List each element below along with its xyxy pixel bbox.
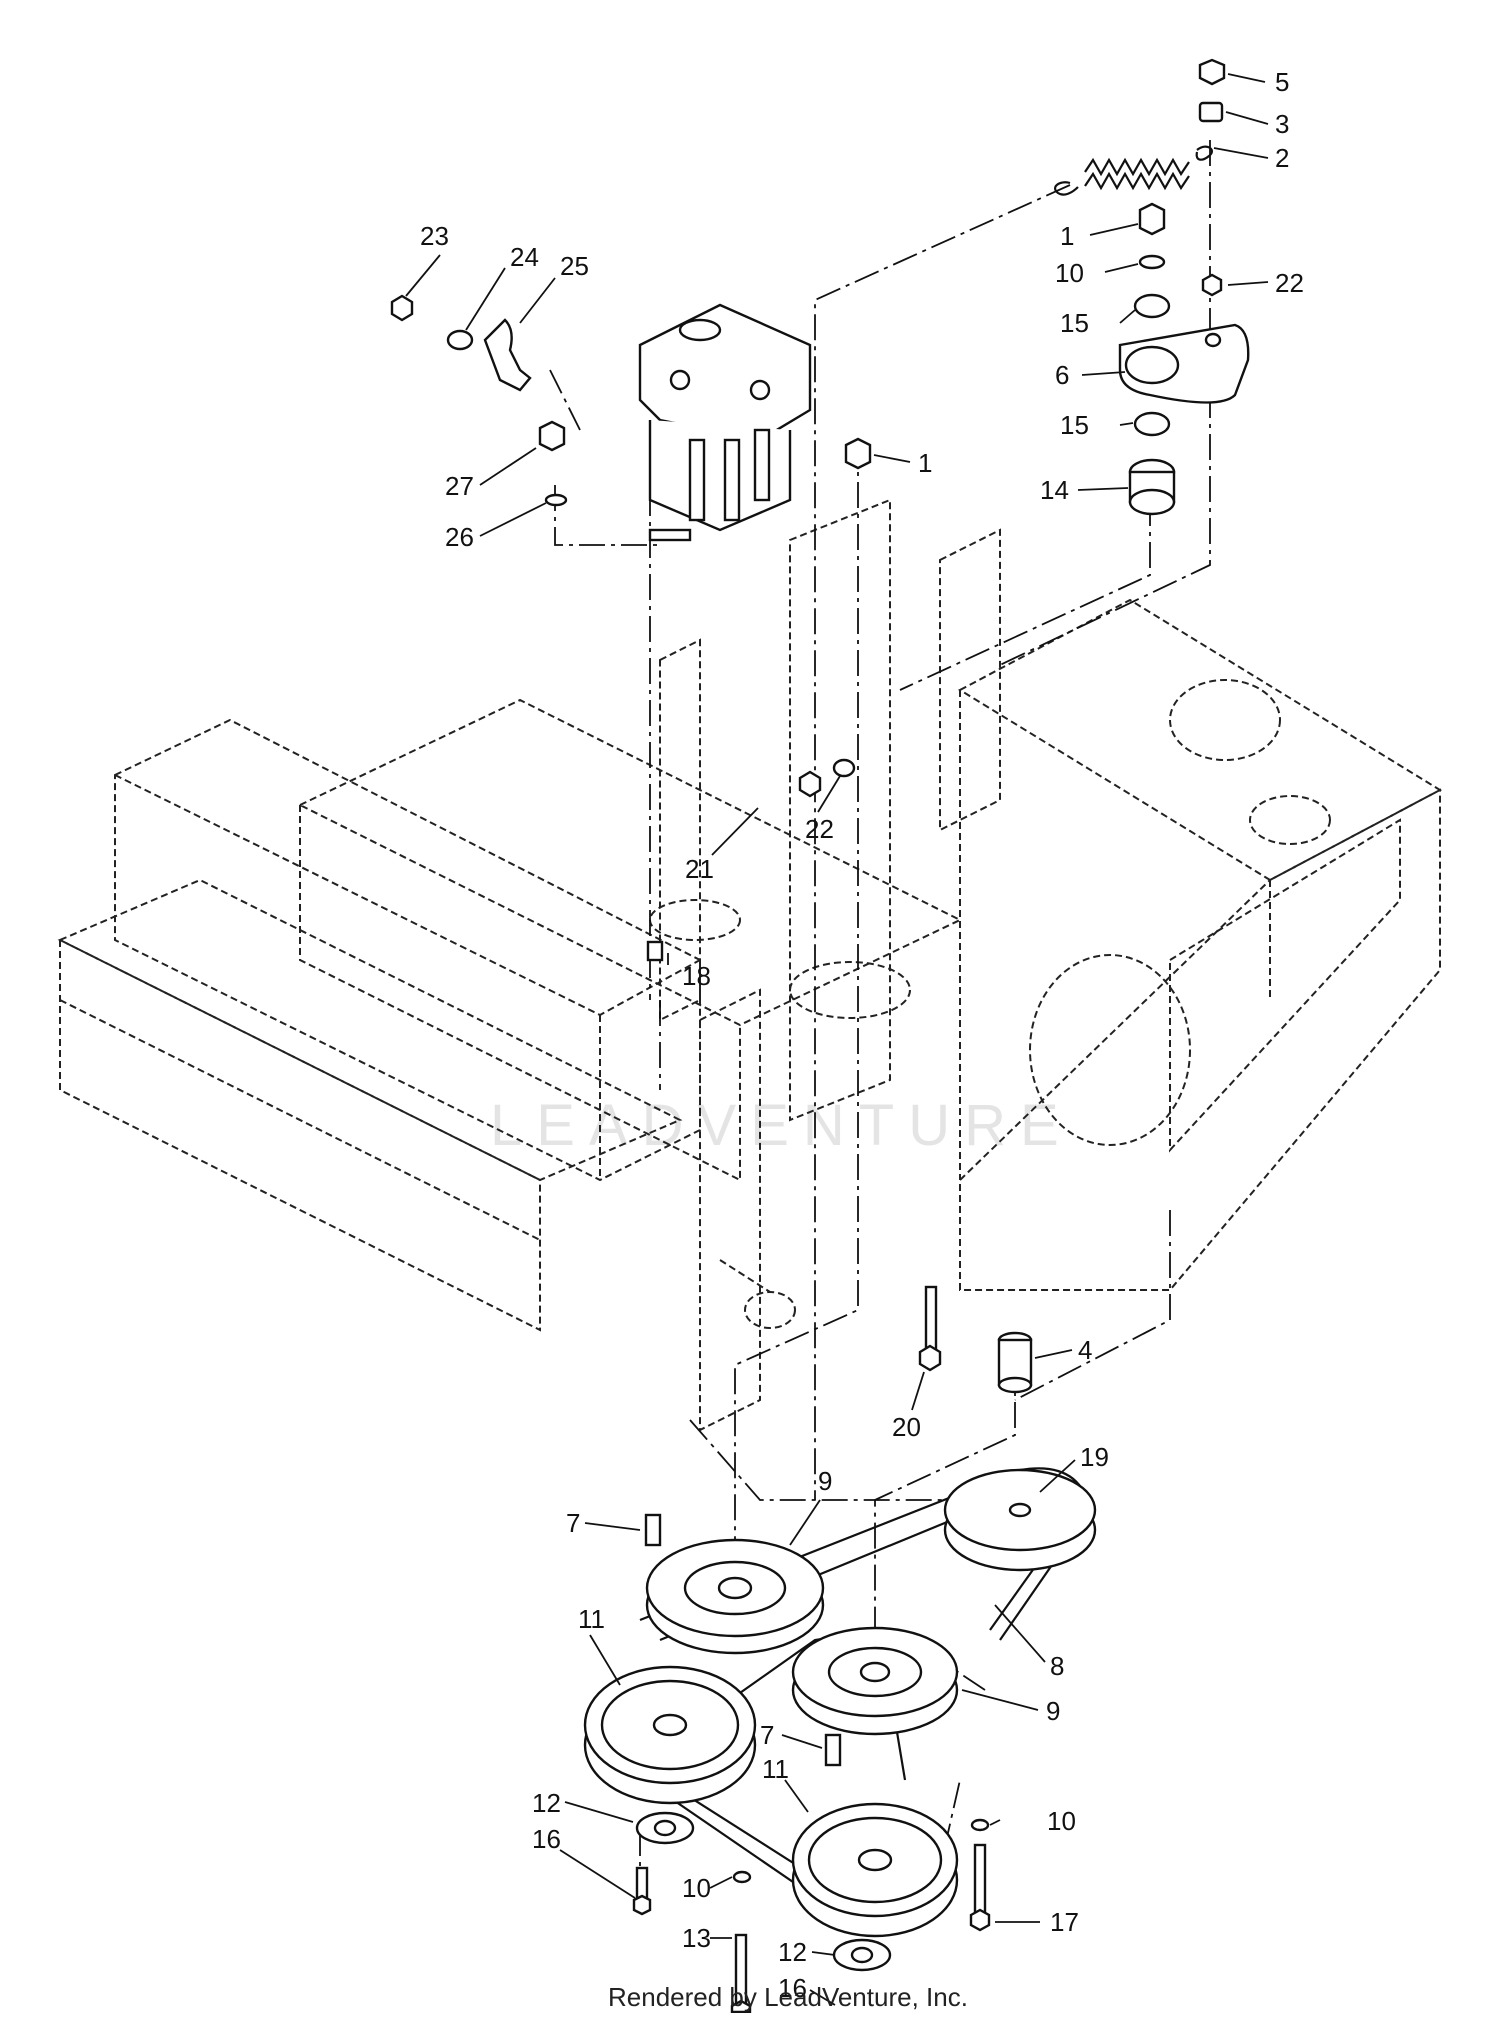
callout-19: 19 xyxy=(1080,1442,1109,1472)
callout-15b: 15 xyxy=(1060,410,1089,440)
callout-12a: 12 xyxy=(532,1788,561,1818)
callout-9b: 9 xyxy=(1046,1696,1060,1726)
callout-24: 24 xyxy=(510,242,539,272)
callout-22a: 22 xyxy=(1275,268,1304,298)
bracket-25 xyxy=(483,318,532,392)
callout-14: 14 xyxy=(1040,475,1069,505)
callout-labels: 5 3 2 1 10 22 15 6 15 14 1 23 24 25 27 2… xyxy=(420,67,1304,2003)
callout-2: 2 xyxy=(1275,143,1289,173)
callout-15a: 15 xyxy=(1060,308,1089,338)
callout-5: 5 xyxy=(1275,67,1289,97)
callout-21: 21 xyxy=(685,854,714,884)
small-hardware-lower xyxy=(632,1513,991,2014)
callout-leaders xyxy=(405,73,1269,2006)
callout-7a: 7 xyxy=(566,1508,580,1538)
callout-6: 6 xyxy=(1055,360,1069,390)
callout-1b: 1 xyxy=(918,448,932,478)
callout-3: 3 xyxy=(1275,109,1289,139)
callout-1a: 1 xyxy=(1060,221,1074,251)
callout-27: 27 xyxy=(445,471,474,501)
callout-10c: 10 xyxy=(682,1873,711,1903)
callout-12b: 12 xyxy=(778,1937,807,1967)
callout-8: 8 xyxy=(1050,1651,1064,1681)
callout-16b: 16 xyxy=(778,1973,807,2003)
callout-22b: 22 xyxy=(805,814,834,844)
callout-17: 17 xyxy=(1050,1907,1079,1937)
callout-20: 20 xyxy=(892,1412,921,1442)
callout-4: 4 xyxy=(1078,1335,1092,1365)
callout-7b: 7 xyxy=(760,1720,774,1750)
callout-11b: 11 xyxy=(762,1754,789,1784)
footer-credit: Rendered by LeadVenture, Inc. xyxy=(608,1982,968,2012)
hydro-pump xyxy=(638,303,812,542)
callout-11a: 11 xyxy=(578,1604,605,1634)
callout-25: 25 xyxy=(560,251,589,281)
callout-18: 18 xyxy=(682,961,711,991)
idler-arm-plate xyxy=(1118,323,1250,404)
chassis-frame xyxy=(57,498,1443,1432)
callout-23: 23 xyxy=(420,221,449,251)
callout-9a: 9 xyxy=(818,1466,832,1496)
spring xyxy=(1054,145,1213,196)
callout-10b: 10 xyxy=(1047,1806,1076,1836)
hex-nuts xyxy=(390,58,1226,1394)
watermark: LEADVENTURE xyxy=(490,1093,1073,1158)
callout-26: 26 xyxy=(445,522,474,552)
pulleys xyxy=(583,1468,1097,1938)
callout-10a: 10 xyxy=(1055,258,1084,288)
callout-13: 13 xyxy=(682,1923,711,1953)
callout-16a: 16 xyxy=(532,1824,561,1854)
